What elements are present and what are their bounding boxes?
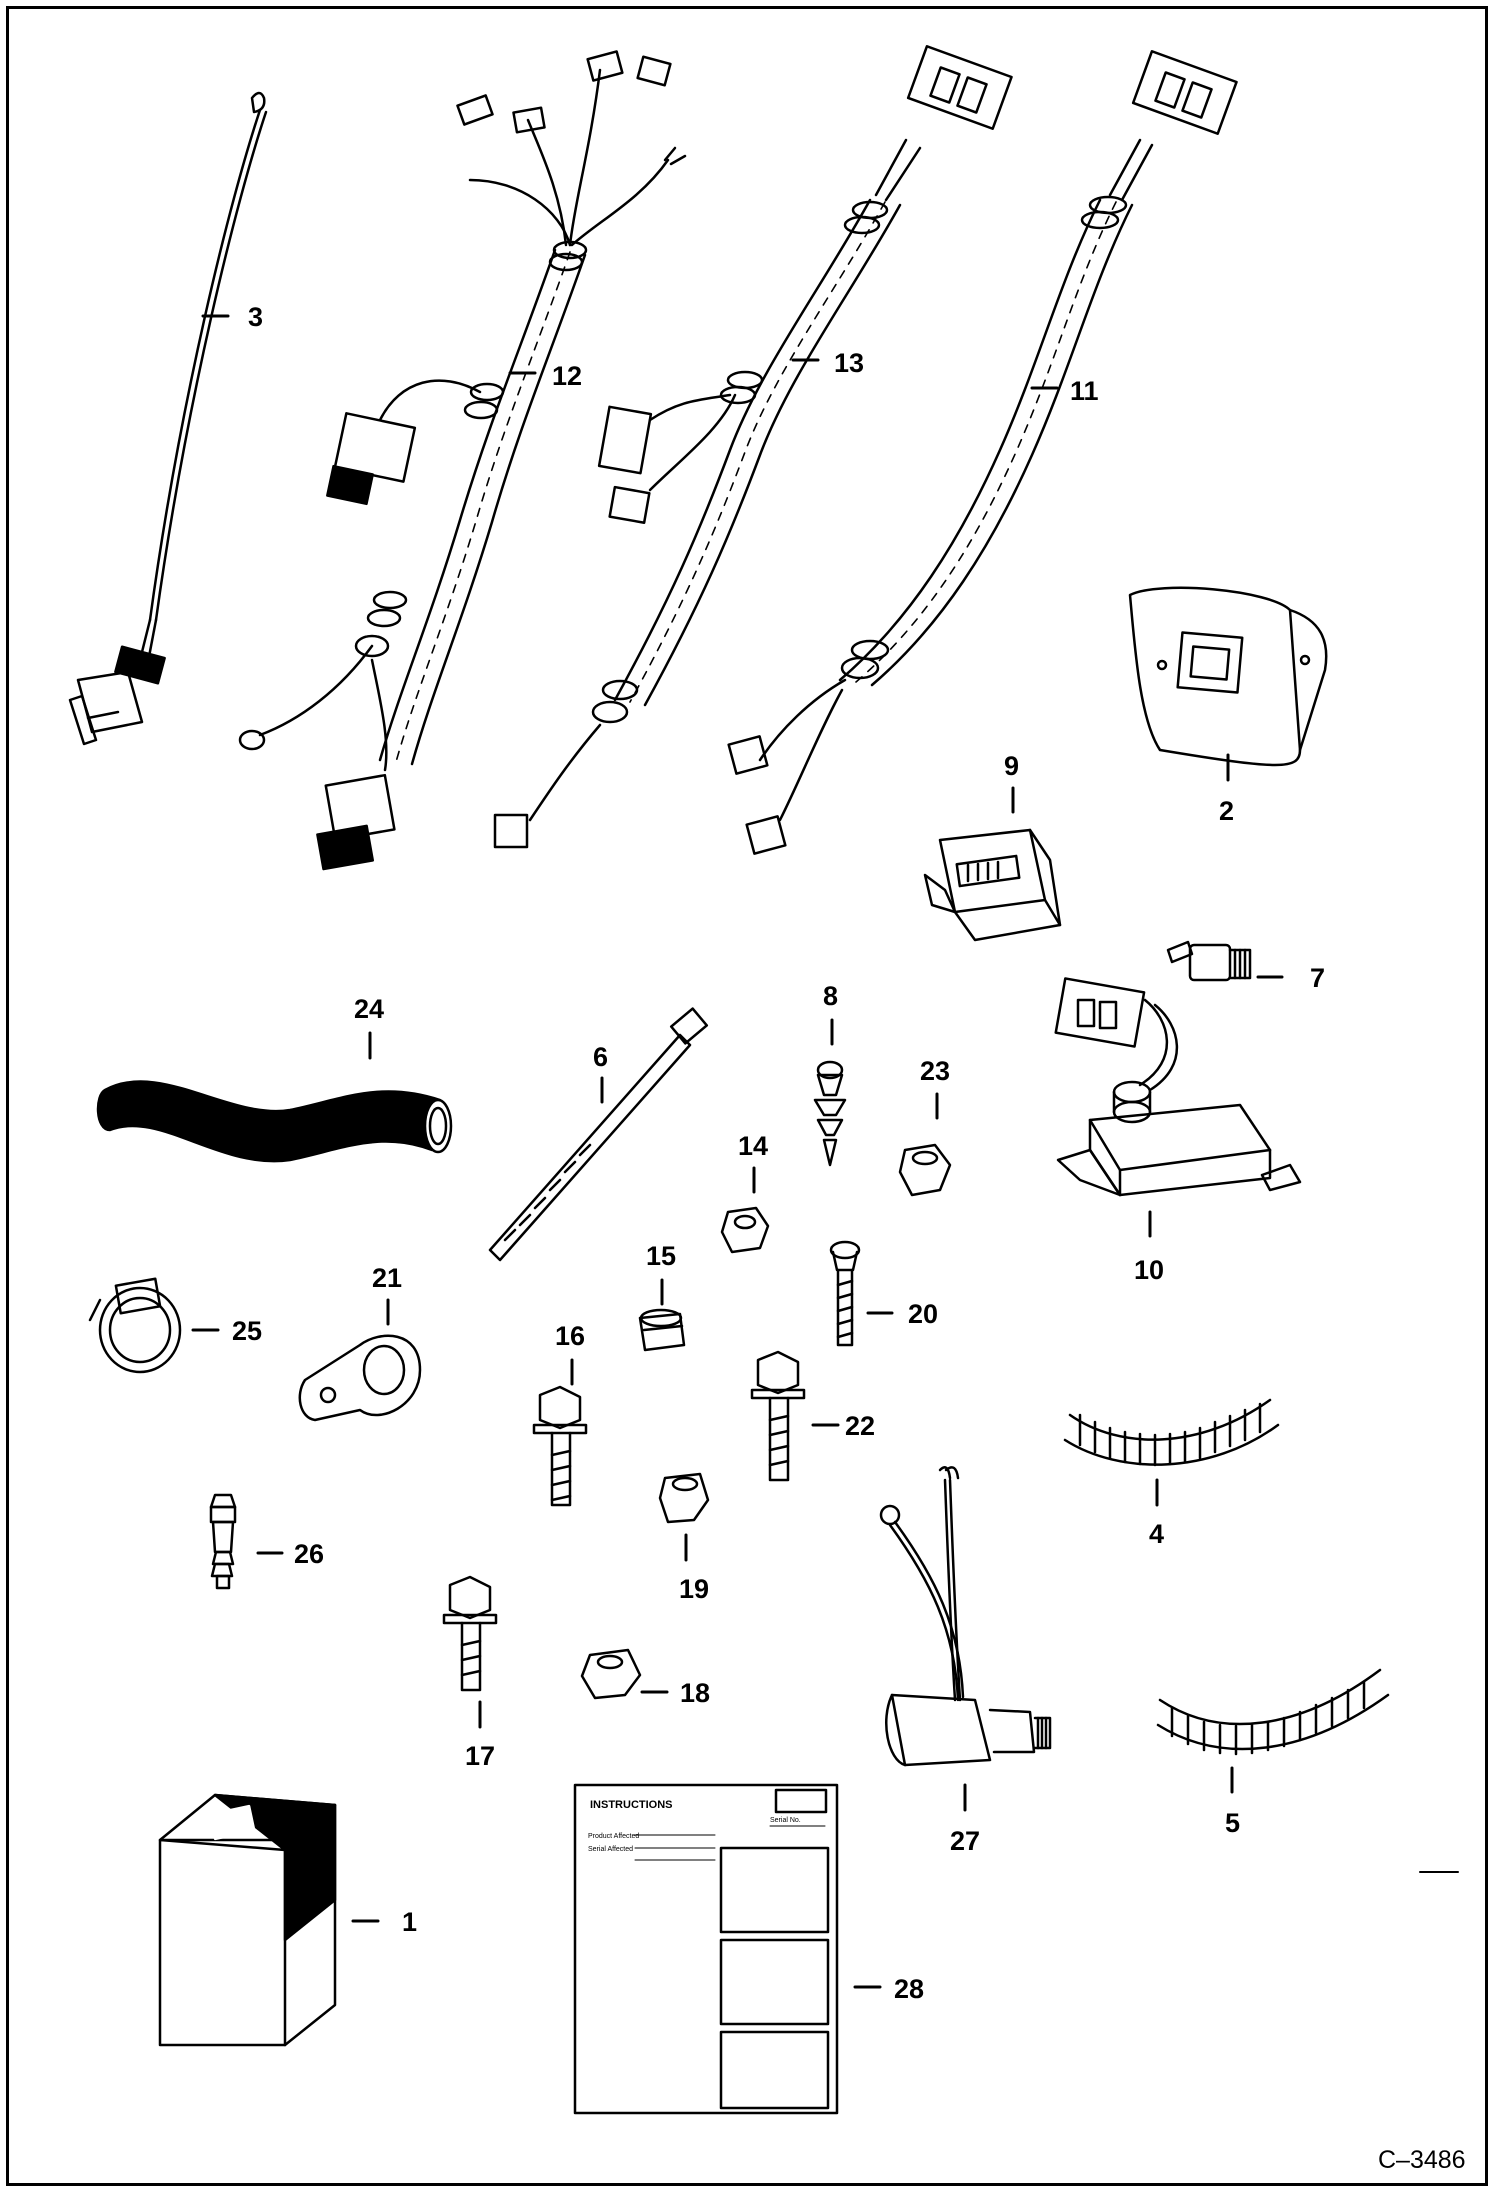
instruction-sheet-field-3: Serial No. [770, 1817, 801, 1824]
callout-21: 21 [372, 1263, 402, 1293]
box-part-1 [158, 1793, 337, 2047]
callout-20: 20 [908, 1299, 938, 1329]
hose-fitting-part-26 [209, 1493, 237, 1590]
callout-4: 4 [1149, 1519, 1164, 1549]
cable-tie-part-6 [488, 1007, 709, 1262]
callout-28: 28 [894, 1974, 924, 2004]
callout-2: 2 [1219, 796, 1234, 826]
nut-part-18 [580, 1648, 642, 1700]
callout-17: 17 [465, 1741, 495, 1771]
push-fastener-part-8 [813, 1060, 847, 1167]
callout-8: 8 [823, 981, 838, 1011]
nut-part-19 [658, 1472, 710, 1524]
bracket-part-2 [1128, 586, 1328, 767]
callout-14: 14 [738, 1131, 768, 1161]
module-part-9 [923, 828, 1062, 942]
screw-part-20 [829, 1240, 861, 1347]
callout-labels: 3 12 13 11 2 9 7 8 24 23 6 14 10 15 20 2… [232, 302, 1325, 2004]
conduit-part-5 [1156, 1668, 1390, 1756]
harness-part-13 [493, 44, 1013, 849]
callout-24: 24 [354, 994, 384, 1024]
pressure-switch-part-27 [879, 1466, 1052, 1767]
callout-9: 9 [1004, 751, 1019, 781]
instruction-sheet-field-2: Serial Affected [588, 1846, 633, 1853]
hose-clamp-part-25 [88, 1277, 182, 1374]
callout-23: 23 [920, 1056, 950, 1086]
callout-10: 10 [1134, 1255, 1164, 1285]
instruction-sheet-field-1: Product Affected [588, 1833, 639, 1840]
sensor-part-7 [1166, 940, 1252, 982]
controller-part-10 [1054, 977, 1302, 1197]
nut-part-15 [638, 1308, 686, 1352]
callout-26: 26 [294, 1539, 324, 1569]
callout-16: 16 [555, 1321, 585, 1351]
bolt-part-17 [442, 1575, 498, 1692]
callout-12: 12 [552, 361, 582, 391]
callout-6: 6 [593, 1042, 608, 1072]
callout-1: 1 [402, 1907, 417, 1937]
wire-lead-part-3 [68, 91, 268, 746]
leader-lines [191, 314, 1459, 1989]
bolt-part-22 [750, 1350, 806, 1482]
conduit-part-4 [1063, 1398, 1280, 1467]
instruction-sheet-part-28 [573, 1783, 839, 2115]
callout-18: 18 [680, 1678, 710, 1708]
callout-19: 19 [679, 1574, 709, 1604]
callout-11: 11 [1070, 376, 1099, 406]
hose-part-24 [96, 1080, 453, 1163]
callout-5: 5 [1225, 1808, 1240, 1838]
callout-7: 7 [1310, 963, 1325, 993]
callout-27: 27 [950, 1826, 980, 1856]
instruction-sheet-title: INSTRUCTIONS [590, 1799, 673, 1811]
callout-3: 3 [248, 302, 263, 332]
harness-part-11 [727, 49, 1238, 855]
nut-part-23 [898, 1143, 952, 1197]
bolt-part-16 [532, 1385, 588, 1507]
callout-22: 22 [845, 1411, 875, 1441]
callout-25: 25 [232, 1316, 262, 1346]
harness-part-12 [238, 50, 687, 871]
document-code: C–3486 [1378, 2146, 1466, 2174]
callout-15: 15 [646, 1241, 676, 1271]
cable-clamp-part-21 [298, 1334, 422, 1422]
nut-part-14 [720, 1206, 770, 1254]
callout-13: 13 [834, 348, 864, 378]
